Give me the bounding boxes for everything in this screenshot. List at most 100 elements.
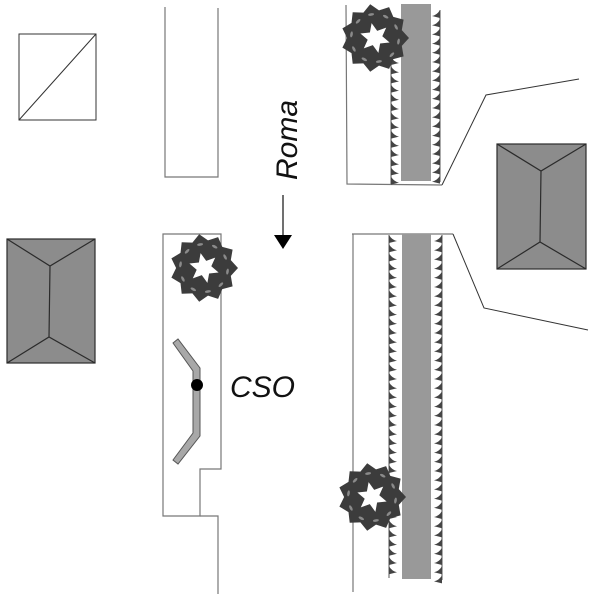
hedge-tooth xyxy=(389,455,397,464)
hedge-tooth xyxy=(389,373,397,381)
hedge-tooth xyxy=(432,129,440,138)
street-name-label: Roma xyxy=(271,100,304,180)
hipped-roof-building-left xyxy=(6,238,96,364)
hedge-tooth xyxy=(391,93,399,102)
hedge-column xyxy=(432,10,441,184)
facility-label: CSO xyxy=(230,371,295,404)
hedge-tooth xyxy=(389,409,397,418)
hedge-tooth xyxy=(432,166,440,175)
hedge-tooth xyxy=(389,557,397,565)
hedge-tooth xyxy=(391,149,399,157)
hedge-tooth xyxy=(391,176,399,185)
circle-filled-icon[interactable] xyxy=(191,379,203,391)
hedge-tooth xyxy=(432,37,440,46)
hedge-tooth xyxy=(434,336,442,345)
hedge-tooth xyxy=(432,120,440,129)
hedge-tooth xyxy=(434,345,442,354)
hedge-tooth xyxy=(389,327,397,335)
channel-strip-lower xyxy=(402,234,431,579)
hedge-tooth xyxy=(389,253,397,262)
hedge-tooth xyxy=(389,529,397,538)
tree-icon xyxy=(342,4,409,72)
hedge-tooth xyxy=(434,308,442,317)
hedge-tooth xyxy=(389,428,397,437)
hedge-tooth xyxy=(432,19,440,28)
hedge-tooth xyxy=(434,327,442,335)
hedge-tooth xyxy=(389,262,397,271)
hedge-tooth xyxy=(432,83,440,92)
hedge-tooth xyxy=(432,92,440,101)
hedge-tooth xyxy=(434,511,442,519)
hedge-tooth xyxy=(432,28,440,37)
hedge-tooth xyxy=(434,437,442,446)
hedge-tooth xyxy=(432,74,440,83)
hedge-tooth xyxy=(434,529,442,538)
hedge-tooth xyxy=(434,281,442,289)
cso-pipe xyxy=(172,338,201,465)
hedge-tooth xyxy=(434,271,442,280)
roof-ridges xyxy=(496,143,587,270)
hedge-tooth xyxy=(434,428,442,437)
hedge-tooth xyxy=(434,290,442,299)
hedge-tooth xyxy=(434,373,442,381)
hedge-tooth xyxy=(434,382,442,391)
hedge-tooth xyxy=(389,419,397,427)
hedge-tooth xyxy=(434,566,442,575)
hedge-tooth xyxy=(389,299,397,308)
hedge-tooth xyxy=(389,317,397,326)
hedge-tooth xyxy=(432,56,440,64)
hedge-tooth xyxy=(434,419,442,427)
parcel-cso xyxy=(162,233,222,517)
hedge-tooth xyxy=(434,391,442,400)
hedge-tooth xyxy=(434,409,442,418)
hedge-tooth xyxy=(434,492,442,501)
hedge-tooth xyxy=(432,46,440,55)
parcel-right-upper xyxy=(345,4,443,186)
road-edge-upper xyxy=(441,78,580,186)
trees xyxy=(171,4,409,531)
hedge-tooth xyxy=(434,547,442,556)
hedge-tooth xyxy=(389,520,397,529)
hedge-tooth xyxy=(432,111,440,120)
hedge-tooth xyxy=(389,336,397,345)
hedge-tooth xyxy=(391,121,399,130)
hedge-tooth xyxy=(434,483,442,492)
hedge-tooth xyxy=(432,102,440,110)
hedge-column xyxy=(434,235,443,584)
hedge-tooth xyxy=(434,235,442,243)
hedge-tooth xyxy=(434,557,442,565)
hedge-tooth xyxy=(391,57,399,65)
hedge-tooth xyxy=(432,65,440,74)
parcel-boundary-bottom xyxy=(200,515,219,594)
hedge-tooth xyxy=(391,130,399,139)
hedge-tooth xyxy=(434,244,442,253)
roof-outline xyxy=(496,143,587,270)
hedge-tooth xyxy=(389,290,397,299)
hedge-tooth xyxy=(434,354,442,363)
hedge-tooth xyxy=(391,103,399,111)
hedge-tooth xyxy=(434,363,442,372)
hedge-rows xyxy=(388,10,443,584)
hedge-tooth xyxy=(391,112,399,121)
hedge-tooth xyxy=(391,158,399,167)
hedge-tooth xyxy=(389,465,397,473)
hedge-tooth xyxy=(389,437,397,446)
building-diagonal xyxy=(18,33,97,121)
hedge-tooth xyxy=(389,538,397,547)
hipped-roof-building-right xyxy=(496,143,587,270)
hedge-tooth xyxy=(434,253,442,262)
hedge-tooth xyxy=(391,75,399,84)
hedge-tooth xyxy=(389,354,397,363)
hedge-tooth xyxy=(434,520,442,529)
hedge-tooth xyxy=(434,262,442,271)
hedge-column xyxy=(388,235,397,578)
hedge-tooth xyxy=(389,281,397,289)
crossed-square-building xyxy=(18,33,97,121)
tree-icon xyxy=(339,463,406,531)
hedge-tooth xyxy=(389,400,397,409)
hedge-tooth xyxy=(389,271,397,280)
hedge-tooth xyxy=(432,148,440,156)
roof-ridges xyxy=(6,238,96,364)
hedge-tooth xyxy=(389,363,397,372)
